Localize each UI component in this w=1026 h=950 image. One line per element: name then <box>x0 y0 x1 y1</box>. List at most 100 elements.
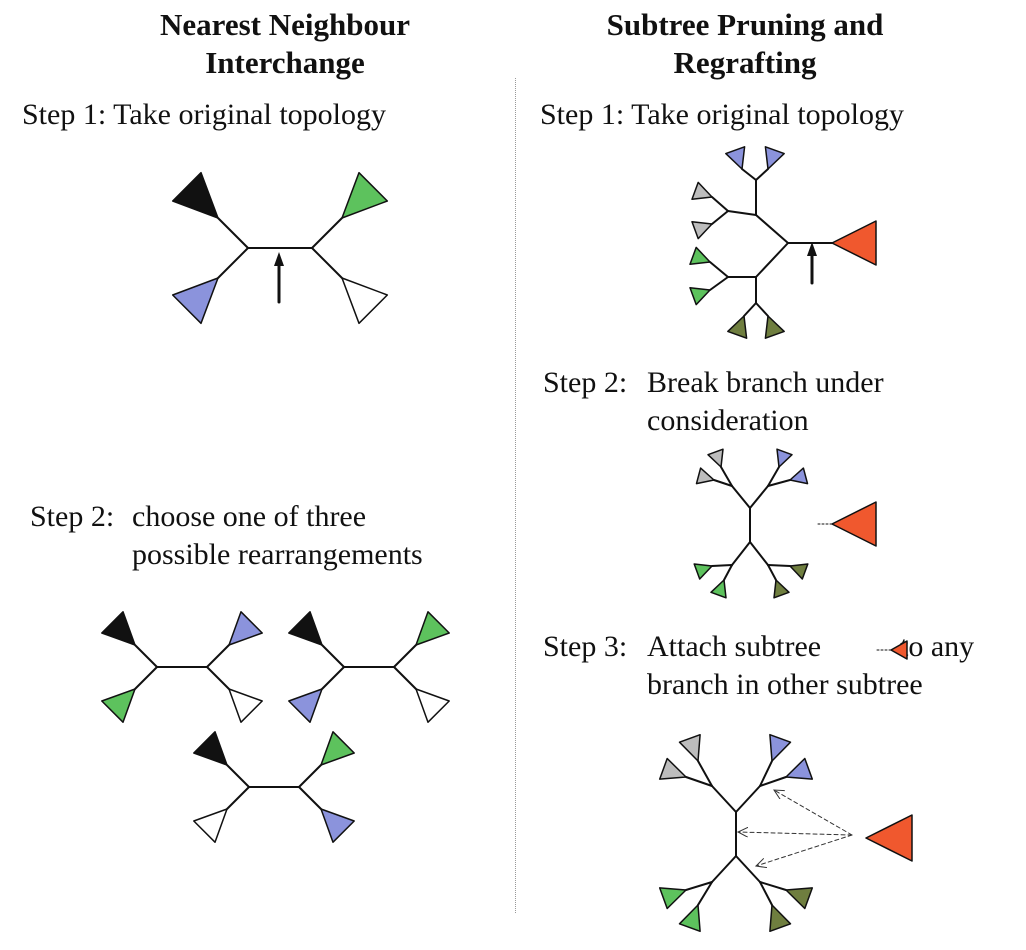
leaf-branch <box>767 564 791 567</box>
branch <box>735 855 761 883</box>
subtree-triangle <box>789 563 809 580</box>
nni-original-tree <box>171 171 389 325</box>
regraft-arrow <box>774 790 853 836</box>
subtree-triangle <box>193 808 228 843</box>
leaf-branch <box>226 786 250 810</box>
leaf-branch <box>767 564 777 581</box>
right-title: Subtree Pruning and Regrafting <box>560 6 930 82</box>
left-step1: Step 1: Take original topology <box>22 96 386 134</box>
arrow-up-icon <box>807 242 817 256</box>
subtree-triangle <box>689 246 711 266</box>
leaf-branch <box>206 666 230 690</box>
branch <box>711 855 737 883</box>
nni-rearrangement-2 <box>288 611 450 723</box>
subtree-triangle <box>341 277 389 325</box>
subtree-triangle <box>727 315 748 339</box>
left-title-line2: Interchange <box>205 45 365 80</box>
left-step2-text-line2: possible rearrangements <box>132 538 423 571</box>
right-step2-text-line1: Break branch under <box>647 366 884 399</box>
leaf-branch <box>711 210 729 225</box>
leaf-branch <box>393 644 417 668</box>
right-step1: Step 1: Take original topology <box>540 96 904 134</box>
subtree-triangle <box>785 887 814 910</box>
leaf-branch <box>759 776 787 787</box>
pruned-subtree-triangle <box>865 814 913 862</box>
branch <box>749 485 769 509</box>
leaf-branch <box>759 881 773 906</box>
leaf-branch <box>759 881 787 891</box>
leaf-branch <box>311 247 343 279</box>
branch <box>735 785 761 813</box>
subtree-triangle <box>658 757 687 780</box>
leaf-branch <box>206 644 230 668</box>
arrow-up-icon <box>274 252 284 266</box>
right-title-line1: Subtree Pruning and <box>606 7 884 42</box>
leaf-branch <box>713 479 733 487</box>
subtree-triangle <box>288 611 323 646</box>
subtree-triangle <box>288 688 323 723</box>
subtree-triangle <box>725 146 746 170</box>
leaf-branch <box>298 786 322 810</box>
subtree-triangle <box>710 579 727 599</box>
subtree-triangle <box>193 731 228 766</box>
branch <box>727 210 757 216</box>
leaf-branch <box>767 466 780 487</box>
subtree-triangle <box>171 277 219 325</box>
leaf-branch <box>311 217 343 249</box>
spr-inline-subtree-icon <box>876 640 908 660</box>
subtree-triangle <box>678 733 701 762</box>
subtree-triangle <box>101 611 136 646</box>
leaf-branch <box>723 564 733 581</box>
nni-rearrangement-3 <box>193 731 355 843</box>
subtree-triangle <box>693 563 713 580</box>
subtree-triangle <box>228 688 263 723</box>
pruned-subtree-triangle <box>831 501 877 547</box>
right-step3-text-a: Attach subtree <box>647 630 822 663</box>
leaf-branch <box>685 776 713 787</box>
branch <box>731 485 751 509</box>
leaf-branch <box>217 217 249 249</box>
leaf-branch <box>134 644 158 668</box>
subtree-triangle <box>785 757 814 780</box>
leaf-branch <box>743 302 757 317</box>
subtree-triangle <box>415 611 450 646</box>
leaf-branch <box>720 466 733 487</box>
subtree-triangle <box>341 171 389 219</box>
internal-branch <box>755 242 789 278</box>
leaf-branch <box>709 276 729 291</box>
right-step1-text: Take original topology <box>631 98 904 131</box>
leaf-branch <box>298 764 322 788</box>
leaf-branch <box>226 764 250 788</box>
internal-branch <box>755 214 789 244</box>
column-divider <box>515 78 516 913</box>
right-step1-label: Step 1: <box>540 98 625 131</box>
subtree-triangle <box>658 887 687 910</box>
subtree-triangle <box>691 181 713 201</box>
left-title: Nearest Neighbour Interchange <box>120 6 450 82</box>
spr-regraft-tree <box>658 733 913 933</box>
subtree-triangle <box>320 808 355 843</box>
left-step1-label: Step 1: <box>22 98 107 131</box>
left-step2-text-line1: choose one of three <box>132 500 367 533</box>
branch <box>731 541 751 566</box>
right-step2-text-line2: consideration <box>647 404 809 437</box>
subtree-triangle <box>695 467 715 485</box>
spr-original-tree <box>689 146 877 339</box>
subtree-triangle <box>789 467 809 485</box>
regraft-arrow <box>756 834 853 866</box>
branch <box>749 541 769 566</box>
nni-rearrangement-1 <box>101 611 263 723</box>
spr-broken-tree <box>693 448 877 599</box>
subtree-triangle <box>691 220 713 240</box>
subtree-triangle <box>707 448 724 468</box>
leaf-branch <box>393 666 417 690</box>
leaf-branch <box>697 881 713 906</box>
right-step3-text-b: to any <box>900 630 975 663</box>
leaf-branch <box>711 564 733 567</box>
leaf-branch <box>321 666 345 690</box>
regraft-arrow <box>738 832 853 835</box>
subtree-triangle <box>769 733 792 762</box>
subtree-triangle <box>769 904 792 933</box>
leaf-branch <box>217 247 249 279</box>
